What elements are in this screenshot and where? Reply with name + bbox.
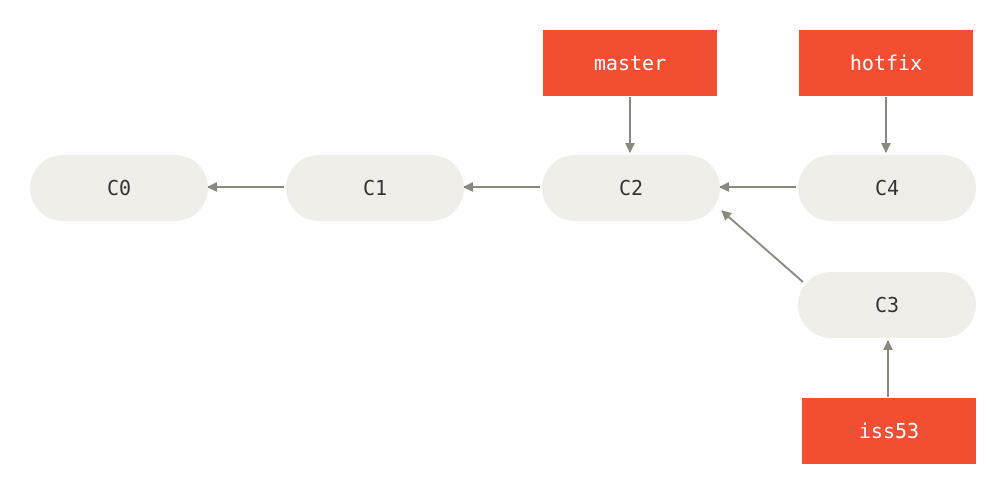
commit-label: C0 bbox=[106, 176, 132, 200]
commit-label: C1 bbox=[362, 176, 388, 200]
branch-name: master bbox=[593, 51, 667, 75]
arrow-c3-to-c2 bbox=[721, 210, 804, 283]
commit-label: C3 bbox=[874, 293, 900, 317]
branch-label-master: master bbox=[543, 30, 717, 96]
commit-node-c1: C1 bbox=[286, 155, 464, 221]
branch-label-hotfix: hotfix bbox=[799, 30, 973, 96]
commit-label: C2 bbox=[618, 176, 644, 200]
commit-label: C4 bbox=[874, 176, 900, 200]
branch-name: hotfix bbox=[849, 51, 923, 75]
commit-node-c4: C4 bbox=[798, 155, 976, 221]
commit-node-c2: C2 bbox=[542, 155, 720, 221]
commit-node-c3: C3 bbox=[798, 272, 976, 338]
commit-node-c0: C0 bbox=[30, 155, 208, 221]
branch-name: iss53 bbox=[858, 419, 920, 443]
branch-label-iss53: iss53 bbox=[802, 398, 976, 464]
